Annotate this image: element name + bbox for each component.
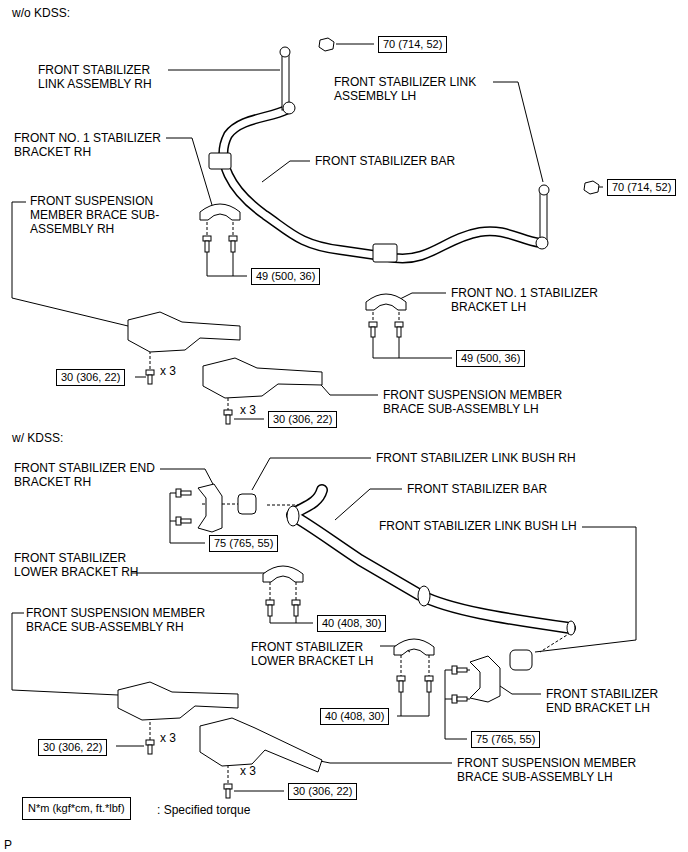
torque-value: 75 (765, 55)	[214, 537, 273, 549]
torque-value: 40 (408, 30)	[325, 710, 384, 722]
part-label: FRONT SUSPENSION MEMBER BRACE SUB-ASSEMB…	[26, 606, 214, 634]
stabilizer-link	[280, 38, 599, 249]
torque-value: 30 (306, 22)	[293, 785, 352, 797]
stabilizer-bar	[292, 490, 570, 628]
torque-value: 30 (306, 22)	[61, 371, 120, 383]
stabilizer-bushing	[209, 153, 397, 262]
torque-box: 30 (306, 22)	[56, 369, 125, 386]
part-label: FRONT SUSPENSION MEMBER BRACE SUB-ASSEMB…	[383, 388, 571, 416]
part-label: w/o KDSS:	[12, 6, 70, 20]
torque-box: 49 (500, 36)	[251, 268, 320, 285]
torque-value: 30 (306, 22)	[273, 413, 332, 425]
part-label: FRONT STABILIZER LINK BUSH RH	[376, 451, 576, 465]
torque-value: 75 (765, 55)	[476, 733, 535, 745]
part-label: w/ KDSS:	[12, 431, 63, 445]
part-label: x 3	[240, 764, 256, 778]
torque-value: 49 (500, 36)	[461, 352, 520, 364]
legend-box: N*m (kgf*cm, ft.*lbf)	[22, 797, 131, 820]
torque-box: 49 (500, 36)	[456, 350, 525, 367]
torque-value: 70 (714, 52)	[383, 38, 442, 50]
part-label: FRONT NO. 1 STABILIZER BRACKET RH	[14, 131, 172, 159]
part-label: x 3	[160, 364, 176, 378]
torque-value: 40 (408, 30)	[322, 617, 381, 629]
torque-value: 70 (714, 52)	[612, 181, 671, 193]
torque-box: 40 (408, 30)	[320, 708, 389, 725]
part-label: : Specified torque	[157, 803, 250, 817]
part-label: FRONT NO. 1 STABILIZER BRACKET LH	[451, 286, 609, 314]
part-label: FRONT STABILIZER LINK BUSH LH	[379, 519, 577, 533]
part-label: FRONT STABILIZER BAR	[315, 154, 455, 168]
torque-box: 30 (306, 22)	[38, 739, 107, 756]
torque-box: 70 (714, 52)	[378, 36, 447, 53]
torque-box: 40 (408, 30)	[317, 615, 386, 632]
torque-box: 30 (306, 22)	[268, 411, 337, 428]
leader-lines	[12, 44, 636, 791]
torque-value: N*m (kgf*cm, ft.*lbf)	[28, 802, 125, 814]
part-label: P	[4, 838, 12, 852]
part-label: FRONT STABILIZER LINK ASSEMBLY LH	[334, 75, 494, 103]
torque-box: 75 (765, 55)	[471, 731, 540, 748]
part-label: FRONT STABILIZER END BRACKET RH	[14, 461, 164, 489]
part-label: FRONT SUSPENSION MEMBER BRACE SUB-ASSEMB…	[30, 194, 164, 236]
brace	[118, 312, 322, 772]
part-label: FRONT STABILIZER BAR	[407, 482, 547, 496]
part-label: FRONT STABILIZER LINK ASSEMBLY RH	[38, 63, 163, 91]
part-label: x 3	[240, 403, 256, 417]
torque-value: 30 (306, 22)	[43, 741, 102, 753]
stabilizer-bracket	[200, 204, 406, 310]
end-bracket	[198, 484, 500, 702]
stabilizer-bar	[223, 110, 540, 258]
torque-value: 49 (500, 36)	[256, 270, 315, 282]
part-label: FRONT STABILIZER END BRACKET LH	[546, 687, 671, 715]
part-label: FRONT STABILIZER LOWER BRACKET LH	[251, 640, 376, 668]
part-label: FRONT STABILIZER LOWER BRACKET RH	[14, 551, 139, 579]
torque-box: 70 (714, 52)	[607, 179, 676, 196]
torque-box: 30 (306, 22)	[288, 783, 357, 800]
part-label: FRONT SUSPENSION MEMBER BRACE SUB-ASSEMB…	[457, 756, 645, 784]
part-label: x 3	[160, 731, 176, 745]
torque-box: 75 (765, 55)	[209, 535, 278, 552]
